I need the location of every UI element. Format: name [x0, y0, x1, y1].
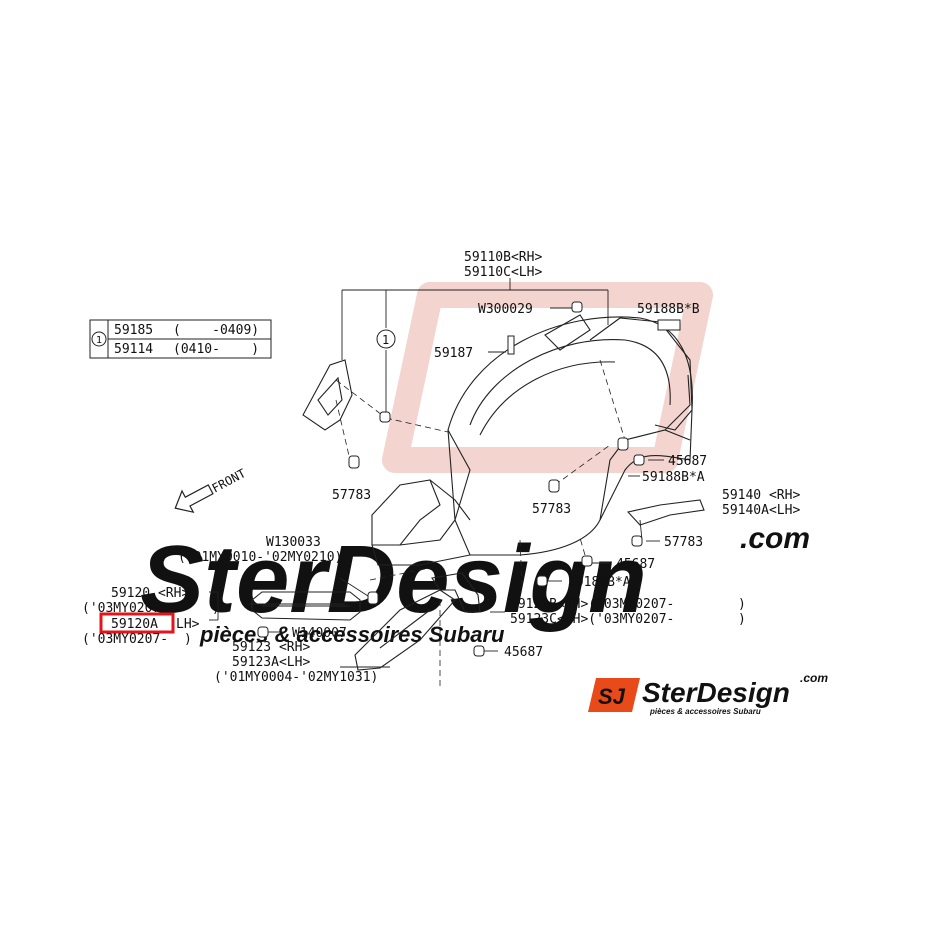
clip-icon [633, 454, 645, 466]
fasteners [257, 301, 681, 657]
clip-icon [536, 575, 548, 587]
label-59120a-close: ) [184, 632, 192, 647]
label-59123b: 59123B<RH>('03MY0207- [510, 597, 674, 612]
label-59110b: 59110B<RH> [464, 250, 542, 265]
label-w130033-range: ('01MY0010-'02MY0210) [178, 550, 342, 565]
label-59120-range: ('03MY0207- [82, 601, 168, 616]
clip-icon [367, 591, 379, 605]
callout-one: 1 [376, 329, 396, 349]
clip-icon [581, 555, 593, 567]
legend-row-2-range: (0410- ) [173, 342, 259, 357]
clip-icon [631, 535, 643, 547]
label-45687-top: 45687 [668, 454, 707, 469]
front-label: FRONT [210, 466, 248, 495]
label-59120-close: ) [212, 601, 220, 616]
label-59140: 59140 <RH> [722, 488, 800, 503]
clip-icon [571, 301, 583, 313]
clip-icon [379, 411, 391, 423]
logo-tagline: pièces & accessoires Subaru [649, 707, 761, 716]
front-arrow-icon: FRONT [174, 466, 248, 514]
label-59110c: 59110C<LH> [464, 265, 542, 280]
label-w130033: W130033 [266, 535, 321, 550]
label-59123-range: ('01MY0004-'02MY1031) [214, 670, 378, 685]
clip-icon [617, 437, 629, 451]
clip-icon [473, 645, 485, 657]
circled-one-icon [91, 331, 107, 347]
highlight-box [99, 612, 175, 634]
fender-liner [302, 314, 693, 566]
legend-row-2-part: 59114 [114, 342, 153, 357]
circled-one-icon [376, 329, 396, 349]
label-57783-left: 57783 [332, 488, 371, 503]
label-59188b-a-mid: 59188B*A [568, 575, 631, 590]
brand-logo: SJ SterDesign .com pièces & accessoires … [588, 671, 828, 716]
label-59123: 59123 <RH> [232, 640, 310, 655]
watermark-sj-mark [382, 282, 713, 473]
legend-table: 1 59185 ( -0409) 59114 (0410- ) [89, 319, 272, 359]
label-57783-right: 57783 [664, 535, 703, 550]
label-59187: 59187 [434, 346, 473, 361]
callout-one-number: 1 [382, 333, 389, 347]
label-59123c-close: ) [738, 612, 746, 627]
label-59188b-b: 59188B*B [637, 302, 700, 317]
legend-row-1-part: 59185 [114, 323, 153, 338]
legend-index: 1 [96, 335, 102, 346]
label-w140007: W140007 [292, 626, 347, 641]
watermark: SterDesign .com pièces & accessoires Sub… [140, 282, 810, 647]
label-59140a: 59140A<LH> [722, 503, 800, 518]
label-59120: 59120 <RH> [111, 586, 189, 601]
label-w300029: W300029 [478, 302, 533, 317]
logo-tld: .com [800, 671, 828, 685]
leader-lines [209, 278, 664, 668]
watermark-name: SterDesign [140, 526, 647, 633]
logo-name: SterDesign [642, 677, 790, 708]
label-59120a: 59120A [111, 617, 158, 632]
watermark-tld: .com [740, 522, 810, 555]
legend-row-1-range: ( -0409) [173, 323, 259, 338]
part-labels: 59110B<RH> 59110C<LH> W300029 59187 5918… [82, 250, 800, 685]
logo-mark-text: SJ [598, 684, 626, 709]
lower-brackets [251, 499, 705, 671]
label-59123c: 59123C<LH>('03MY0207- [510, 612, 674, 627]
clip-icon [257, 626, 269, 638]
bolt-icon [507, 335, 515, 355]
label-45687-bottom: 45687 [504, 645, 543, 660]
watermark-tagline: pièces & accessoires Subaru [199, 622, 505, 647]
clip-icon [548, 479, 560, 493]
label-59123b-close: ) [738, 597, 746, 612]
dashed-leaders [335, 359, 626, 690]
clip-icon [657, 319, 681, 331]
label-59120a-range: ('03MY0207- [82, 632, 168, 647]
clip-icon [348, 455, 360, 469]
label-59120a-side: LH> [176, 617, 200, 632]
logo-mark-icon [588, 678, 640, 712]
label-59188b-a-top: 59188B*A [642, 470, 705, 485]
label-57783-mid: 57783 [532, 502, 571, 517]
label-45687-mid: 45687 [616, 557, 655, 572]
label-59123a: 59123A<LH> [232, 655, 310, 670]
